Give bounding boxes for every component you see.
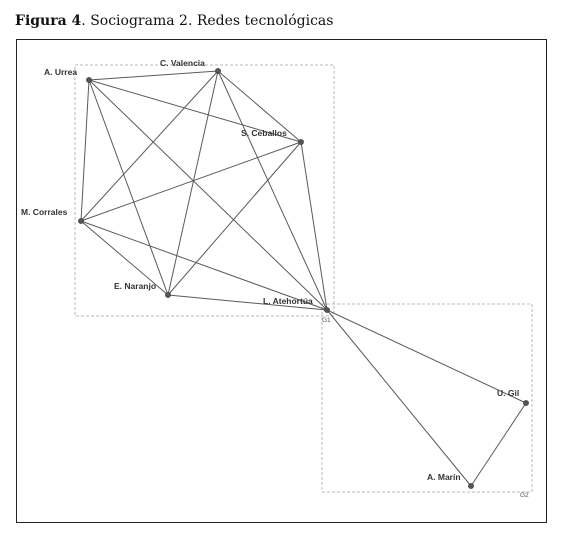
node-label-marin: A. Marín (427, 472, 461, 482)
node-label-ceballos: S. Ceballos (241, 128, 287, 138)
node-valencia (215, 68, 221, 74)
edge-valencia-ceballos (217, 70, 302, 143)
edge-urrea-ceballos (88, 79, 302, 143)
node-corrales (78, 218, 84, 224)
edge-valencia-naranjo (167, 70, 219, 296)
node-label-valencia: C. Valencia (160, 58, 205, 68)
group-label-g1: G1 (322, 317, 331, 324)
edge-valencia-atehortua (217, 70, 328, 311)
edge-atehortua-marin (326, 309, 472, 487)
edge-urrea-valencia (88, 70, 219, 81)
edge-gil-marin (470, 402, 527, 487)
edge-urrea-naranjo (88, 79, 169, 296)
node-gil (523, 400, 529, 406)
diagram-frame (16, 39, 547, 523)
edge-urrea-atehortua (88, 79, 328, 311)
node-label-corrales: M. Corrales (21, 207, 68, 217)
edge-corrales-atehortua (80, 220, 328, 311)
edge-ceballos-atehortua (300, 141, 328, 311)
node-label-naranjo: E. Naranjo (114, 281, 156, 291)
edge-urrea-corrales (80, 79, 90, 222)
group-box-g1 (74, 64, 335, 317)
node-urrea (86, 77, 92, 83)
edges-layer (80, 70, 527, 487)
figure-label: Figura 4 (15, 13, 82, 29)
node-ceballos (298, 139, 304, 145)
group-box-g2 (321, 303, 533, 493)
edge-ceballos-naranjo (167, 141, 302, 296)
node-label-urrea: A. Urrea (44, 67, 77, 77)
figure-title: . Sociograma 2. Redes tecnológicas (81, 13, 334, 29)
node-marin (468, 483, 474, 489)
edge-atehortua-gil (326, 309, 527, 404)
edge-naranjo-atehortua (167, 294, 328, 311)
figure-caption: Figura 4. Sociograma 2. Redes tecnológic… (15, 13, 333, 29)
edge-ceballos-corrales (80, 141, 302, 222)
node-label-gil: U. Gil (497, 388, 519, 398)
group-label-g2: G2 (520, 492, 529, 499)
node-label-atehortua: L. Atehortúa (263, 296, 313, 306)
nodes-layer: A. Urrea C. Valencia S. Ceballos M. Corrale… (21, 58, 529, 489)
edge-corrales-naranjo (80, 220, 169, 296)
edge-valencia-corrales (80, 70, 219, 222)
node-atehortua (324, 307, 330, 313)
node-naranjo (165, 292, 171, 298)
